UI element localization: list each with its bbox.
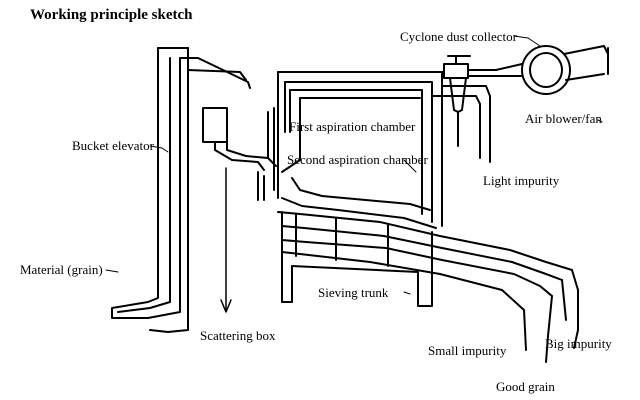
label-bucket-elevator: Bucket elevator [72, 138, 155, 153]
label-sieving-trunk: Sieving trunk [318, 285, 389, 300]
diagram-title: Working principle sketch [30, 7, 193, 23]
air-blower-fan [521, 45, 609, 95]
label-small-impurity: Small impurity [428, 343, 507, 358]
bucket-elevator [111, 47, 251, 333]
label-air-blower-fan: Air blower/fan [525, 111, 602, 126]
label-good-grain: Good grain [496, 379, 555, 394]
label-scattering-box: Scattering box [200, 328, 276, 343]
aspiration-chamber-housing [277, 71, 443, 229]
sieving-trunk [277, 211, 579, 363]
duct-to-fan [431, 63, 523, 163]
cyclone-dust-collector [441, 55, 471, 147]
leader-lines [105, 35, 603, 295]
label-first-aspiration-chamber: First aspiration chamber [289, 119, 416, 134]
label-light-impurity: Light impurity [483, 173, 560, 188]
scattering-arrow [220, 167, 232, 313]
scattering-box-spout [202, 107, 277, 201]
label-second-aspiration-chamber: Second aspiration chamber [287, 152, 428, 167]
label-material-grain: Material (grain) [20, 262, 103, 277]
label-big-impurity: Big impurity [545, 336, 612, 351]
support-legs [281, 257, 433, 307]
label-cyclone-dust-collector: Cyclone dust collector [400, 29, 518, 44]
